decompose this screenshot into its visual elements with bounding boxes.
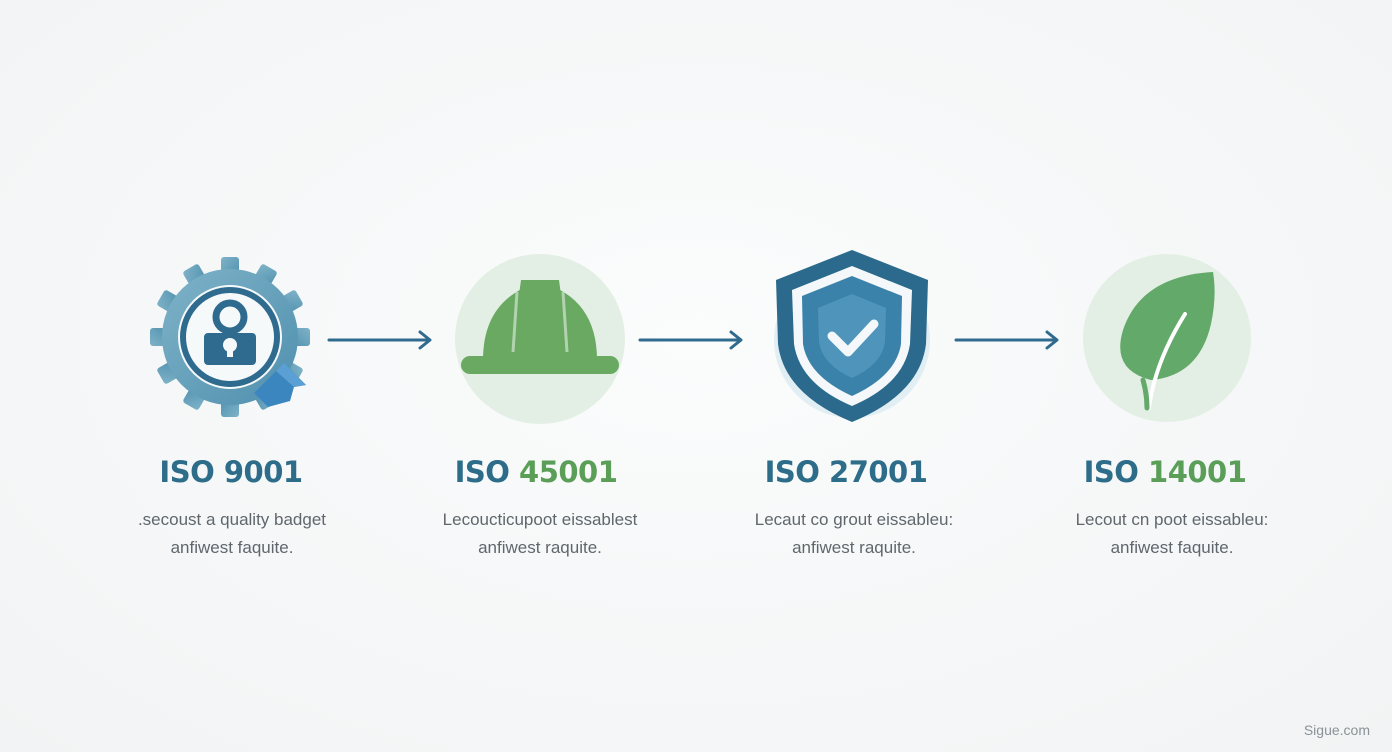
step-title: ISO 14001 — [1083, 455, 1247, 489]
step-description: Lecout cn poot eissableu: anfiwest faqui… — [1022, 506, 1322, 562]
step-description: Lecaut co grout eissableu: anfiwest raqu… — [704, 506, 1004, 562]
step-title: ISO 9001 — [159, 455, 303, 489]
watermark: Sigue.com — [1303, 722, 1370, 738]
shield-check-icon — [774, 250, 930, 422]
gear-certificate-badge-icon — [150, 257, 310, 417]
step-description-line: anfiwest raquite. — [478, 538, 602, 557]
flow-arrow — [638, 330, 743, 350]
step-description: Lecoucticupoot eissablest anfiwest raqui… — [390, 506, 690, 562]
flow-arrow — [954, 330, 1059, 350]
hard-hat-icon — [455, 254, 625, 424]
step-description-line: .secoust a quality badget — [137, 510, 327, 529]
step-description-line: Lecoucticupoot eissablest — [442, 510, 638, 529]
step-description-line: anfiwest faquite. — [1110, 538, 1234, 557]
step-description-line: Lecaut co grout eissableu: — [754, 510, 954, 529]
flow-arrow — [327, 330, 432, 350]
step-description-line: anfiwest faquite. — [170, 538, 294, 557]
step-title: ISO 45001 — [454, 455, 618, 489]
step-title: ISO 27001 — [764, 455, 928, 489]
step-description: .secoust a quality badget anfiwest faqui… — [82, 506, 382, 562]
leaf-icon — [1083, 254, 1251, 422]
step-description-line: Lecout cn poot eissableu: — [1075, 510, 1269, 529]
step-description-line: anfiwest raquite. — [792, 538, 916, 557]
